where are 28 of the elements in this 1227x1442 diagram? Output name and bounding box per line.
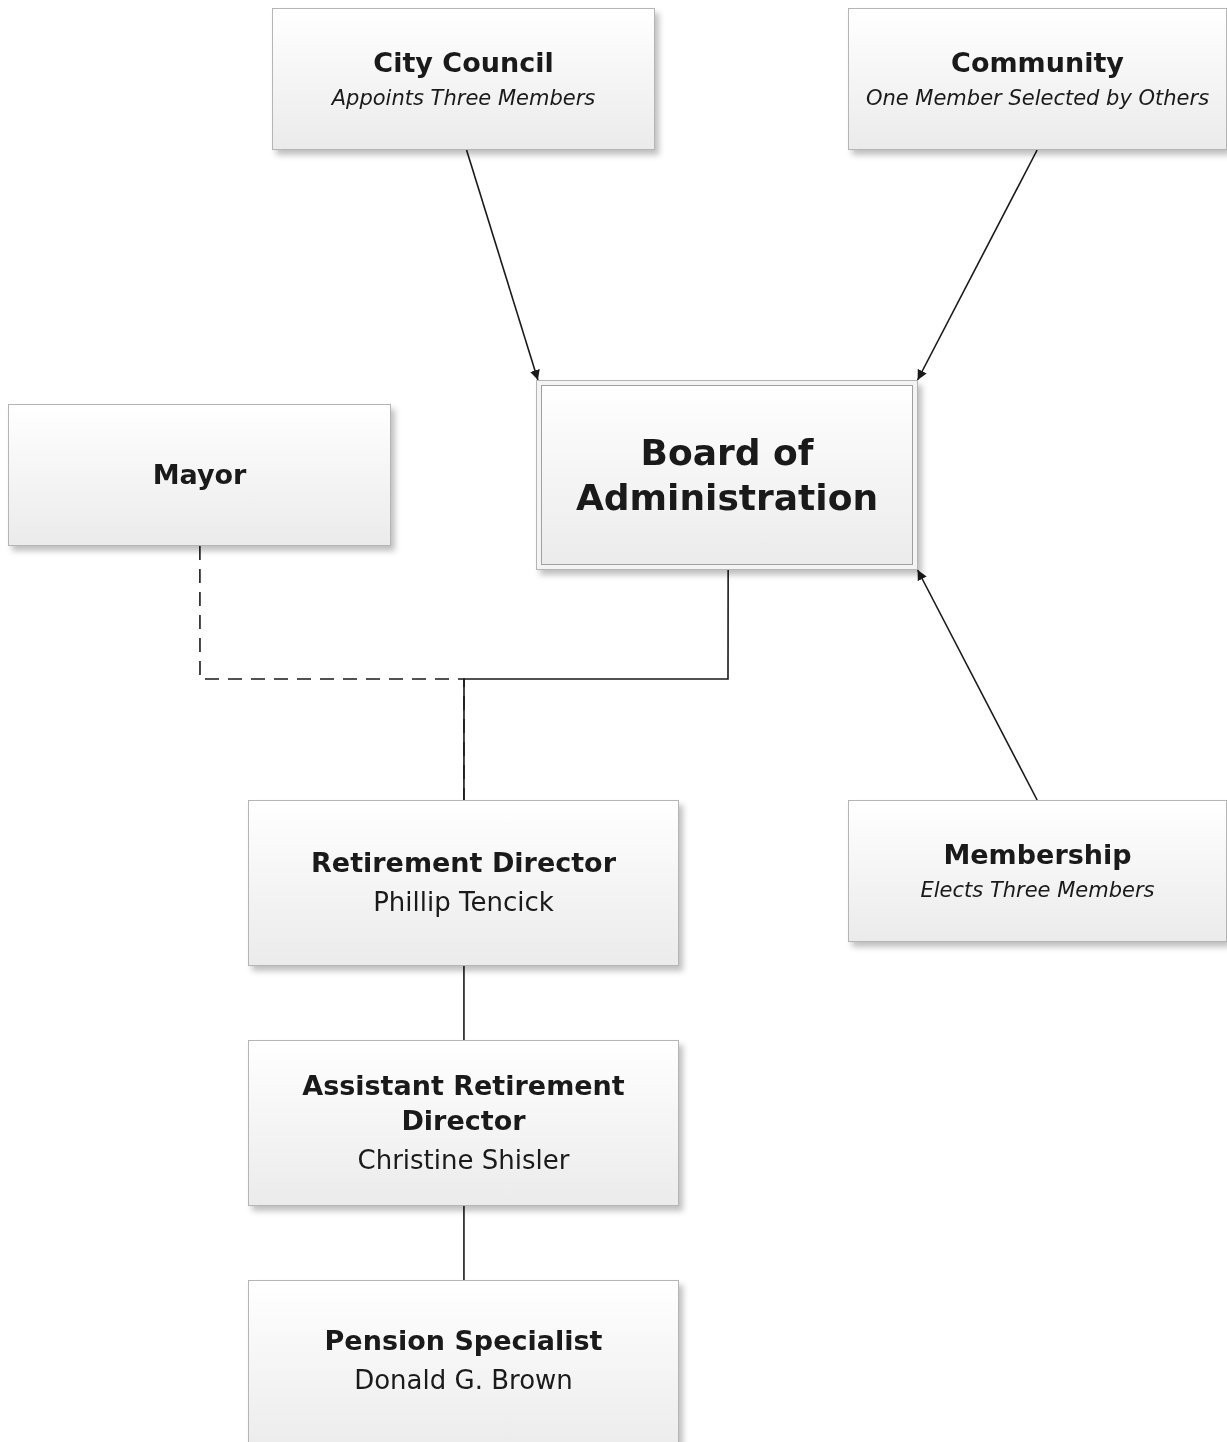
box-title: Membership bbox=[943, 837, 1132, 872]
org-box bbox=[248, 1040, 679, 1206]
box-note: Elects Three Members bbox=[920, 876, 1155, 904]
org-box bbox=[272, 8, 655, 150]
connector-line bbox=[199, 545, 465, 801]
arrow bbox=[916, 149, 1038, 381]
box-title: Mayor bbox=[152, 458, 247, 493]
arrow bbox=[465, 149, 540, 381]
box-title: Board of Administration bbox=[574, 431, 879, 520]
box-title: Community bbox=[951, 45, 1124, 80]
connector-line bbox=[463, 965, 465, 1041]
box-title: City Council bbox=[373, 45, 554, 80]
box-note: One Member Selected by Others bbox=[865, 84, 1210, 112]
box-note: Appoints Three Members bbox=[331, 84, 596, 112]
org-box bbox=[848, 800, 1227, 942]
org-box bbox=[248, 1280, 679, 1442]
person-name: Donald G. Brown bbox=[354, 1364, 573, 1398]
org-box bbox=[248, 800, 679, 966]
box-title: Assistant Retirement Director bbox=[301, 1068, 626, 1138]
connector-line bbox=[463, 1205, 465, 1281]
box-title: Retirement Director bbox=[311, 846, 616, 881]
box-title: Pension Specialist bbox=[324, 1324, 603, 1358]
person-name: Christine Shisler bbox=[357, 1143, 570, 1177]
person-name: Phillip Tencick bbox=[373, 886, 554, 920]
org-box bbox=[8, 404, 391, 546]
org-box bbox=[848, 8, 1227, 150]
arrow bbox=[916, 569, 1038, 801]
org-box bbox=[536, 380, 918, 570]
